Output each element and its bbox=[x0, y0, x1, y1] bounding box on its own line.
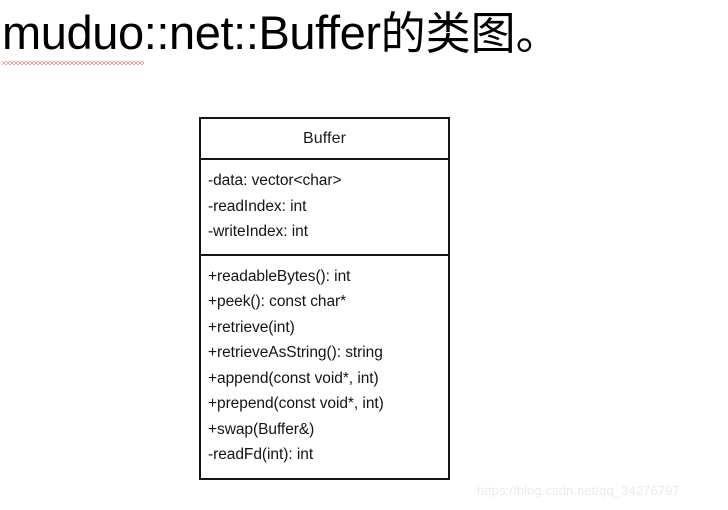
uml-operation: -readFd(int): int bbox=[208, 446, 314, 463]
page-title: muduo::net::Buffer的类图。 bbox=[2, 4, 722, 66]
uml-class-name: Buffer bbox=[303, 129, 346, 147]
uml-operation: +retrieve(int) bbox=[208, 318, 295, 336]
uml-operation: +append(const void*, int) bbox=[208, 369, 379, 387]
title-latin-part: muduo::net::Buffer bbox=[2, 4, 381, 65]
uml-operation: +peek(): const char* bbox=[208, 293, 347, 310]
title-cjk-part: 的类图。 bbox=[380, 7, 561, 60]
uml-class-buffer: Buffer -data: vector<char> -readIndex: i… bbox=[199, 117, 450, 480]
misspelled-word: muduo bbox=[2, 4, 144, 65]
uml-class-name-compartment: Buffer bbox=[201, 119, 448, 158]
uml-attribute: -readIndex: int bbox=[208, 197, 307, 215]
uml-attribute: -writeIndex: int bbox=[208, 223, 308, 240]
uml-attributes-compartment: -data: vector<char> -readIndex: int -wri… bbox=[201, 158, 448, 254]
uml-attribute: -data: vector<char> bbox=[208, 172, 342, 189]
uml-operation: +swap(Buffer&) bbox=[208, 420, 315, 438]
uml-operation: +prepend(const void*, int) bbox=[208, 395, 384, 412]
title-latin-rest: ::net::Buffer bbox=[143, 6, 381, 59]
uml-operations-compartment: +readableBytes(): int +peek(): const cha… bbox=[201, 253, 448, 478]
uml-operation: +readableBytes(): int bbox=[208, 267, 351, 285]
uml-operation: +retrieveAsString(): string bbox=[208, 344, 383, 361]
watermark: https://blog.csdn.net/qq_34276797 bbox=[477, 483, 680, 498]
